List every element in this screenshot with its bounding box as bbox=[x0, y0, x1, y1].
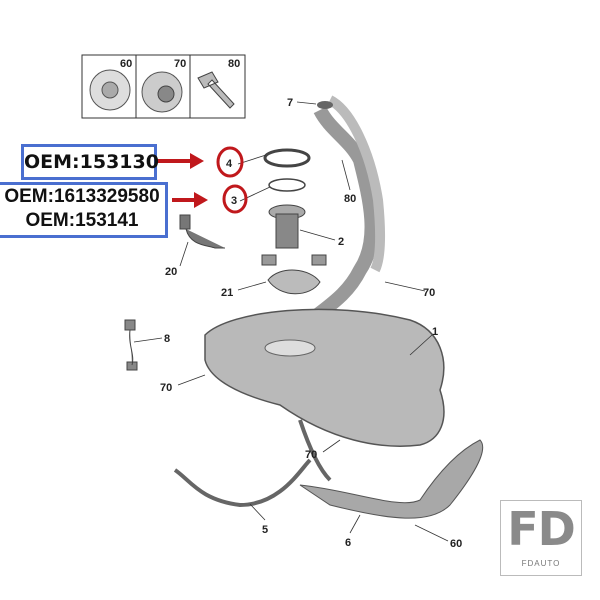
callout-21: 21 bbox=[221, 287, 233, 299]
callout-4: 4 bbox=[226, 158, 233, 170]
callout-1: 1 bbox=[432, 326, 438, 338]
inset-label-80: 80 bbox=[228, 58, 240, 70]
oem-number: OEM:153130 bbox=[24, 151, 159, 173]
lock-ring bbox=[263, 148, 311, 168]
callout-3: 3 bbox=[231, 195, 237, 207]
inset-label-70: 70 bbox=[174, 58, 186, 70]
callout-70: 70 bbox=[160, 382, 172, 394]
callout-2: 2 bbox=[338, 236, 344, 248]
filler-seal bbox=[317, 101, 333, 109]
callout-60: 60 bbox=[450, 538, 462, 550]
heat-shield bbox=[299, 439, 484, 519]
arrow-icon bbox=[155, 153, 204, 169]
tank-strap bbox=[173, 419, 332, 508]
bolt-icon bbox=[197, 71, 235, 109]
inset-label-60: 60 bbox=[120, 58, 132, 70]
callout-6: 6 bbox=[345, 537, 351, 549]
fuel-tank bbox=[204, 308, 445, 447]
callout-5: 5 bbox=[262, 524, 268, 536]
highlights bbox=[155, 146, 248, 214]
leader-lines bbox=[133, 101, 449, 542]
oem-number: OEM:153141 bbox=[25, 210, 139, 231]
oem-label-part-4: OEM:153130 bbox=[21, 144, 159, 180]
level-sensor bbox=[179, 214, 225, 249]
highlight-circle-3 bbox=[222, 184, 248, 214]
arrow-icon bbox=[172, 192, 208, 208]
baffle-plate bbox=[267, 269, 321, 295]
fuel-pump-module bbox=[261, 204, 327, 266]
watermark-logo: FD bbox=[507, 502, 576, 556]
oem-number: OEM:1613329580 bbox=[4, 186, 160, 207]
callout-80: 80 bbox=[344, 193, 356, 205]
highlight-circle-4 bbox=[216, 146, 244, 178]
oem-label-part-3: OEM:1613329580 OEM:153141 bbox=[0, 182, 168, 238]
callout-20: 20 bbox=[165, 266, 177, 278]
fdauto-watermark: FD FDAUTO bbox=[500, 500, 582, 576]
hardware-inset: 60 70 80 bbox=[81, 54, 246, 119]
callout-8: 8 bbox=[164, 333, 170, 345]
watermark-brand: FDAUTO bbox=[521, 559, 561, 568]
callout-70: 70 bbox=[423, 287, 435, 299]
callout-70: 70 bbox=[305, 449, 317, 461]
callout-7: 7 bbox=[287, 97, 293, 109]
sensor-harness bbox=[124, 319, 138, 371]
filler-pipe bbox=[295, 106, 379, 336]
pump-seal bbox=[268, 178, 306, 192]
